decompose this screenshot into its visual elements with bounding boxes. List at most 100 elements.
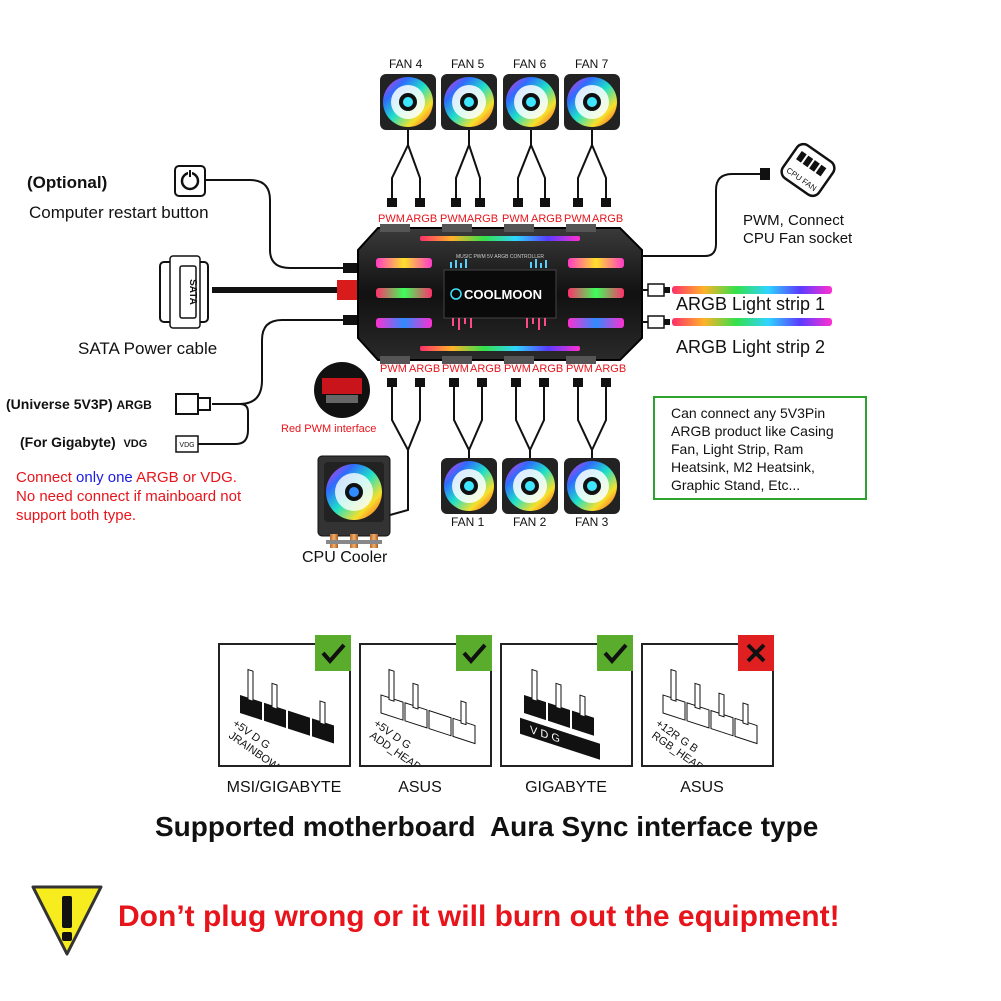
bottom-label-argb-1: ARGB bbox=[409, 363, 440, 375]
connect-note-p2: ARGB or VDG. bbox=[132, 469, 237, 486]
connect-note-p1: Connect bbox=[16, 469, 77, 486]
gigabyte-label: (For Gigabyte) VDG bbox=[20, 434, 147, 450]
mb-label-2: ASUS bbox=[398, 779, 442, 796]
fan-4-label: FAN 4 bbox=[389, 57, 423, 71]
restart-button-label: Computer restart button bbox=[29, 203, 209, 222]
cpu-fan-cable bbox=[642, 173, 762, 257]
cpu-cooler bbox=[317, 455, 391, 548]
mb-label-3: GIGABYTE bbox=[525, 779, 607, 796]
top-label-pwm-3: PWM bbox=[502, 213, 529, 225]
fan-1 bbox=[441, 458, 497, 514]
fan-6 bbox=[503, 74, 559, 130]
top-fans bbox=[380, 74, 620, 130]
top-label-pwm-1: PWM bbox=[378, 213, 405, 225]
x-icon bbox=[738, 635, 774, 671]
sata-plug-label: SATA bbox=[187, 279, 198, 305]
controller-brand: COOLMOON bbox=[464, 287, 542, 302]
strip-2-label: ARGB Light strip 2 bbox=[676, 337, 826, 357]
controller-subtitle: MUSIC PWM 5V ARGB CONTROLLER bbox=[456, 254, 544, 260]
fan-5-label: FAN 5 bbox=[451, 57, 485, 71]
bottom-label-pwm-2: PWM bbox=[442, 363, 469, 375]
fan-1-label: FAN 1 bbox=[451, 515, 485, 529]
bottom-label-pwm-3: PWM bbox=[504, 363, 531, 375]
vdg-header-icon: V D G bbox=[520, 668, 600, 760]
connect-note-line2: No need connect if mainboard not bbox=[16, 488, 242, 505]
bottom-label-pwm-4: PWM bbox=[566, 363, 593, 375]
check-icon bbox=[597, 635, 633, 671]
mb-card-gigabyte-vdg: V D G bbox=[500, 635, 633, 767]
jrainbow-header-icon: +5V D G JRAINBOW bbox=[226, 668, 334, 773]
vdg-plug-icon: VDG bbox=[175, 435, 199, 453]
argb-plug-icon bbox=[175, 393, 211, 415]
red-pwm-interface-icon bbox=[314, 362, 370, 418]
fan-2-label: FAN 2 bbox=[513, 515, 547, 529]
vdg-plug-label: VDG bbox=[179, 442, 194, 449]
top-label-pwmargb: PWMARGB bbox=[440, 213, 498, 225]
top-plugs bbox=[387, 198, 611, 207]
fan-4 bbox=[380, 74, 436, 130]
mb-card-asus-add-header: +5V D G ADD_HEADER bbox=[359, 635, 492, 783]
argb-strip-1 bbox=[642, 283, 832, 297]
strip-1-label: ARGB Light strip 1 bbox=[676, 294, 826, 314]
red-pwm-label: Red PWM interface bbox=[281, 423, 377, 435]
top-label-pwm-4: PWM bbox=[564, 213, 591, 225]
bottom-connector-labels: PWM ARGB PWM ARGB PWM ARGB PWM ARGB bbox=[380, 363, 626, 375]
top-fan-cables bbox=[391, 130, 607, 200]
wiring-diagram: COOLMOON MUSIC PWM 5V ARGB CONTROLLER PW… bbox=[159, 74, 836, 548]
fan-7-label: FAN 7 bbox=[575, 57, 609, 71]
gigabyte-text: (For Gigabyte) bbox=[20, 434, 116, 450]
cpu-cooler-label: CPU Cooler bbox=[302, 549, 388, 566]
supported-interface-title: Supported motherboard Aura Sync interfac… bbox=[155, 811, 819, 842]
universe-argb: ARGB bbox=[116, 398, 152, 412]
gigabyte-vdg: VDG bbox=[123, 438, 148, 450]
argb-strip-2 bbox=[642, 315, 832, 329]
connect-note-line1: Connect only one ARGB or VDG. bbox=[16, 469, 237, 486]
fan-7 bbox=[564, 74, 620, 130]
compatibility-note-box: Can connect any 5V3Pin ARGB product like… bbox=[653, 396, 867, 500]
note-line: ARGB product like Casing bbox=[671, 423, 834, 439]
fan-5 bbox=[441, 74, 497, 130]
cpu-socket-label: CPU Fan socket bbox=[743, 230, 853, 247]
check-icon bbox=[315, 635, 351, 671]
universe-text: (Universe 5V3P) bbox=[6, 396, 113, 412]
warning-icon bbox=[31, 885, 103, 956]
bottom-fans bbox=[441, 458, 620, 514]
note-line: Heatsink, M2 Heatsink, bbox=[671, 459, 815, 475]
connect-note-line3: support both type. bbox=[16, 507, 137, 524]
check-icon bbox=[456, 635, 492, 671]
controller-hub: COOLMOON MUSIC PWM 5V ARGB CONTROLLER bbox=[357, 224, 643, 364]
top-label-argb-3: ARGB bbox=[531, 213, 562, 225]
mb-card-asus-rgb-header: +12R G B RGB_HEADER bbox=[641, 635, 774, 783]
mb-label-4: ASUS bbox=[680, 779, 724, 796]
top-label-argb-4: ARGB bbox=[592, 213, 623, 225]
fan-2 bbox=[502, 458, 558, 514]
sata-cable-label: SATA Power cable bbox=[78, 339, 218, 358]
fan-3 bbox=[564, 458, 620, 514]
mb-label-1: MSI/GIGABYTE bbox=[226, 779, 342, 796]
note-line: Can connect any 5V3Pin bbox=[671, 405, 826, 421]
bottom-label-argb-4: ARGB bbox=[595, 363, 626, 375]
bottom-label-pwm-1: PWM bbox=[380, 363, 407, 375]
optional-label: (Optional) bbox=[27, 173, 108, 192]
bottom-label-argb-3: ARGB bbox=[532, 363, 563, 375]
cpu-fan-plug bbox=[760, 168, 770, 180]
connect-note-only: only one bbox=[76, 469, 133, 486]
note-line: Fan, Light Strip, Ram bbox=[671, 441, 804, 457]
warning-text: Don’t plug wrong or it will burn out the… bbox=[118, 900, 840, 933]
bottom-fan-cables bbox=[389, 387, 607, 516]
left-cables bbox=[196, 179, 345, 445]
top-connector-labels: PWM ARGB PWMARGB PWM ARGB PWM ARGB bbox=[378, 213, 623, 225]
bottom-label-argb-2: ARGB bbox=[470, 363, 501, 375]
pwm-connect-label: PWM, Connect bbox=[743, 212, 844, 229]
top-label-argb-1: ARGB bbox=[406, 213, 437, 225]
sata-connector-icon: SATA bbox=[159, 255, 209, 329]
bottom-plugs bbox=[387, 378, 611, 387]
fan-3-label: FAN 3 bbox=[575, 515, 609, 529]
restart-button-icon bbox=[174, 165, 206, 197]
mb-card-msi-gigabyte: +5V D G JRAINBOW bbox=[218, 635, 351, 773]
universe-label: (Universe 5V3P) ARGB bbox=[6, 396, 152, 412]
note-line: Graphic Stand, Etc... bbox=[671, 477, 801, 493]
cpu-fan-socket-icon: CPU FAN bbox=[780, 142, 836, 198]
left-hub-plugs bbox=[337, 263, 357, 325]
fan-6-label: FAN 6 bbox=[513, 57, 547, 71]
